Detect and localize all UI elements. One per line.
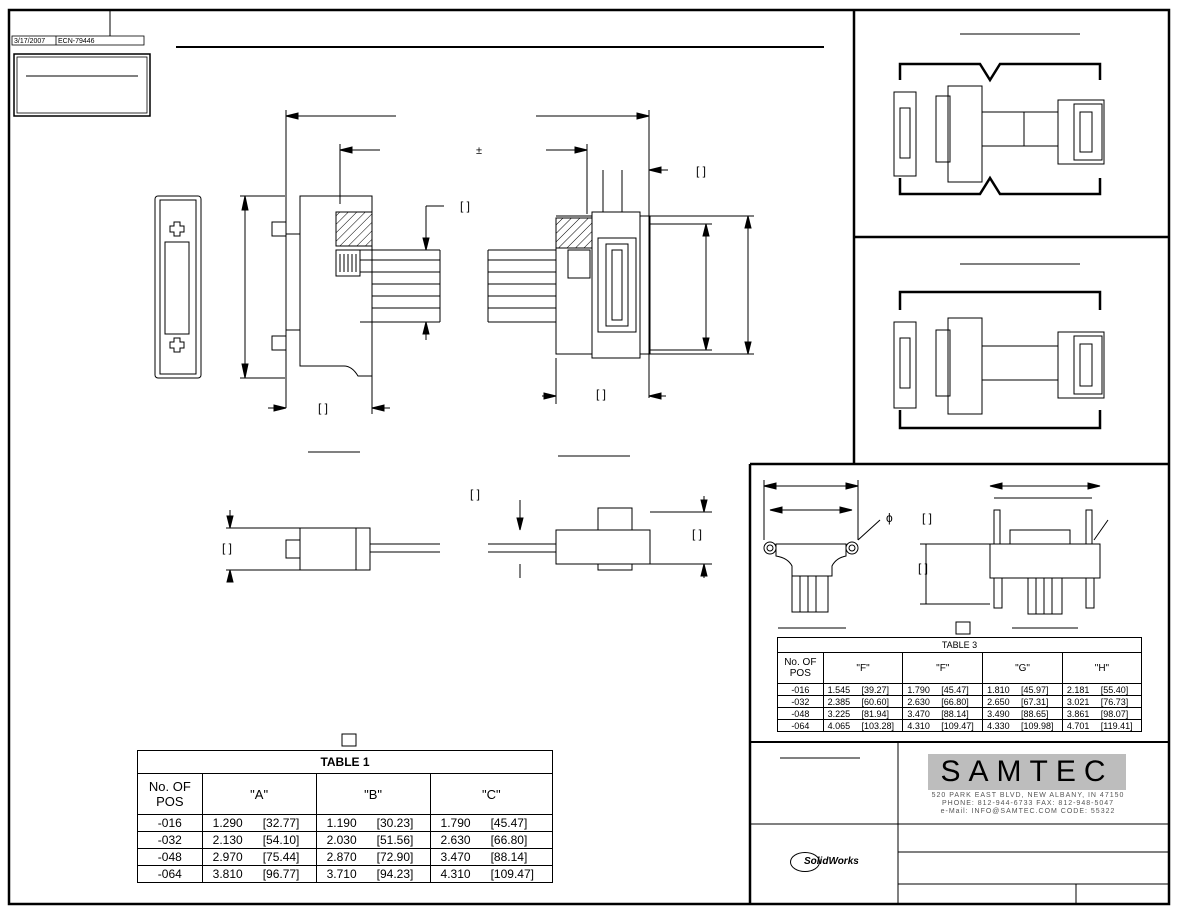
table-1-title: TABLE 1	[137, 750, 553, 774]
dim-bracket-small-right-2: [ ]	[692, 527, 702, 541]
table-1-header-c: "C"	[429, 773, 554, 815]
front-face-view	[154, 195, 202, 379]
table-row: -048 2.970[75.44] 2.870[72.90] 3.470[88.…	[137, 848, 553, 866]
rear-view	[487, 166, 754, 404]
table-3-header-1: "F"	[822, 652, 904, 684]
table-3: TABLE 3 No. OF POS "F" "F" "G" "H" -016 …	[777, 637, 1143, 732]
dim-bracket-bottom: [ ]	[318, 401, 328, 415]
company-address: 520 PARK EAST BLVD, NEW ALBANY, IN 47150…	[931, 792, 1125, 815]
table-3-header-3: "G"	[982, 652, 1063, 684]
dim-bracket-pcb: [ ]	[918, 561, 928, 575]
dim-bracket-small-left: [ ]	[222, 541, 232, 555]
table-3-title: TABLE 3	[777, 637, 1142, 653]
phi-symbol: ϕ	[886, 511, 893, 525]
table-1-header-pos: No. OF POS	[137, 773, 203, 815]
dim-bracket-rear-bottom: [ ]	[596, 387, 606, 401]
small-side-view-right	[488, 496, 712, 578]
side-view: [ ]	[240, 195, 470, 379]
table-row: -064 3.810[96.77] 3.710[94.23] 4.310[109…	[137, 865, 553, 883]
cable-view-crossed	[893, 33, 1105, 196]
rev-date: 3/17/2007	[14, 38, 45, 45]
table-1-header-a: "A"	[201, 773, 317, 815]
table-row: -048 3.225[81.94] 3.470[88.14] 3.490[88.…	[777, 707, 1142, 720]
table-3-header-4: "H"	[1061, 652, 1143, 684]
table-row: -064 4.065[103.28] 4.310[109.47] 4.330[1…	[777, 719, 1142, 732]
table-1-header-b: "B"	[315, 773, 431, 815]
table-3-header-pos: No. OF POS	[777, 652, 824, 684]
small-side-view-left	[226, 510, 440, 583]
rev-ecn: ECN-79446	[58, 38, 95, 45]
dim-bracket: [ ]	[460, 199, 470, 213]
table-row: -016 1.290[32.77] 1.190[30.23] 1.790[45.…	[137, 814, 553, 832]
pcb-detail-view	[920, 482, 1109, 629]
dim-bracket-rear-top: [ ]	[696, 164, 706, 178]
sheet-border	[7, 8, 1171, 906]
cable-view-straight	[893, 263, 1105, 430]
table-3-header-2: "F"	[902, 652, 984, 684]
table-1: TABLE 1 No. OF POS "A" "B" "C" -016 1.29…	[137, 750, 554, 883]
tolerance-symbol: ±	[476, 145, 482, 157]
table-row: -016 1.545[39.27] 1.790[45.47] 1.810[45.…	[777, 683, 1142, 696]
samtec-logo: SAMTEC	[928, 754, 1126, 790]
solidworks-icon	[790, 852, 820, 872]
mounting-detail-view	[763, 480, 881, 629]
dim-bracket-small-right: [ ]	[470, 487, 480, 501]
solidworks-badge: SolidWorks	[780, 848, 860, 872]
table-row: -032 2.385[60.60] 2.630[66.80] 2.650[67.…	[777, 695, 1142, 708]
dim-bracket-detail: [ ]	[922, 511, 932, 525]
table-row: -032 2.130[54.10] 2.030[51.56] 2.630[66.…	[137, 831, 553, 849]
solidworks-label: SolidWorks	[804, 856, 859, 867]
